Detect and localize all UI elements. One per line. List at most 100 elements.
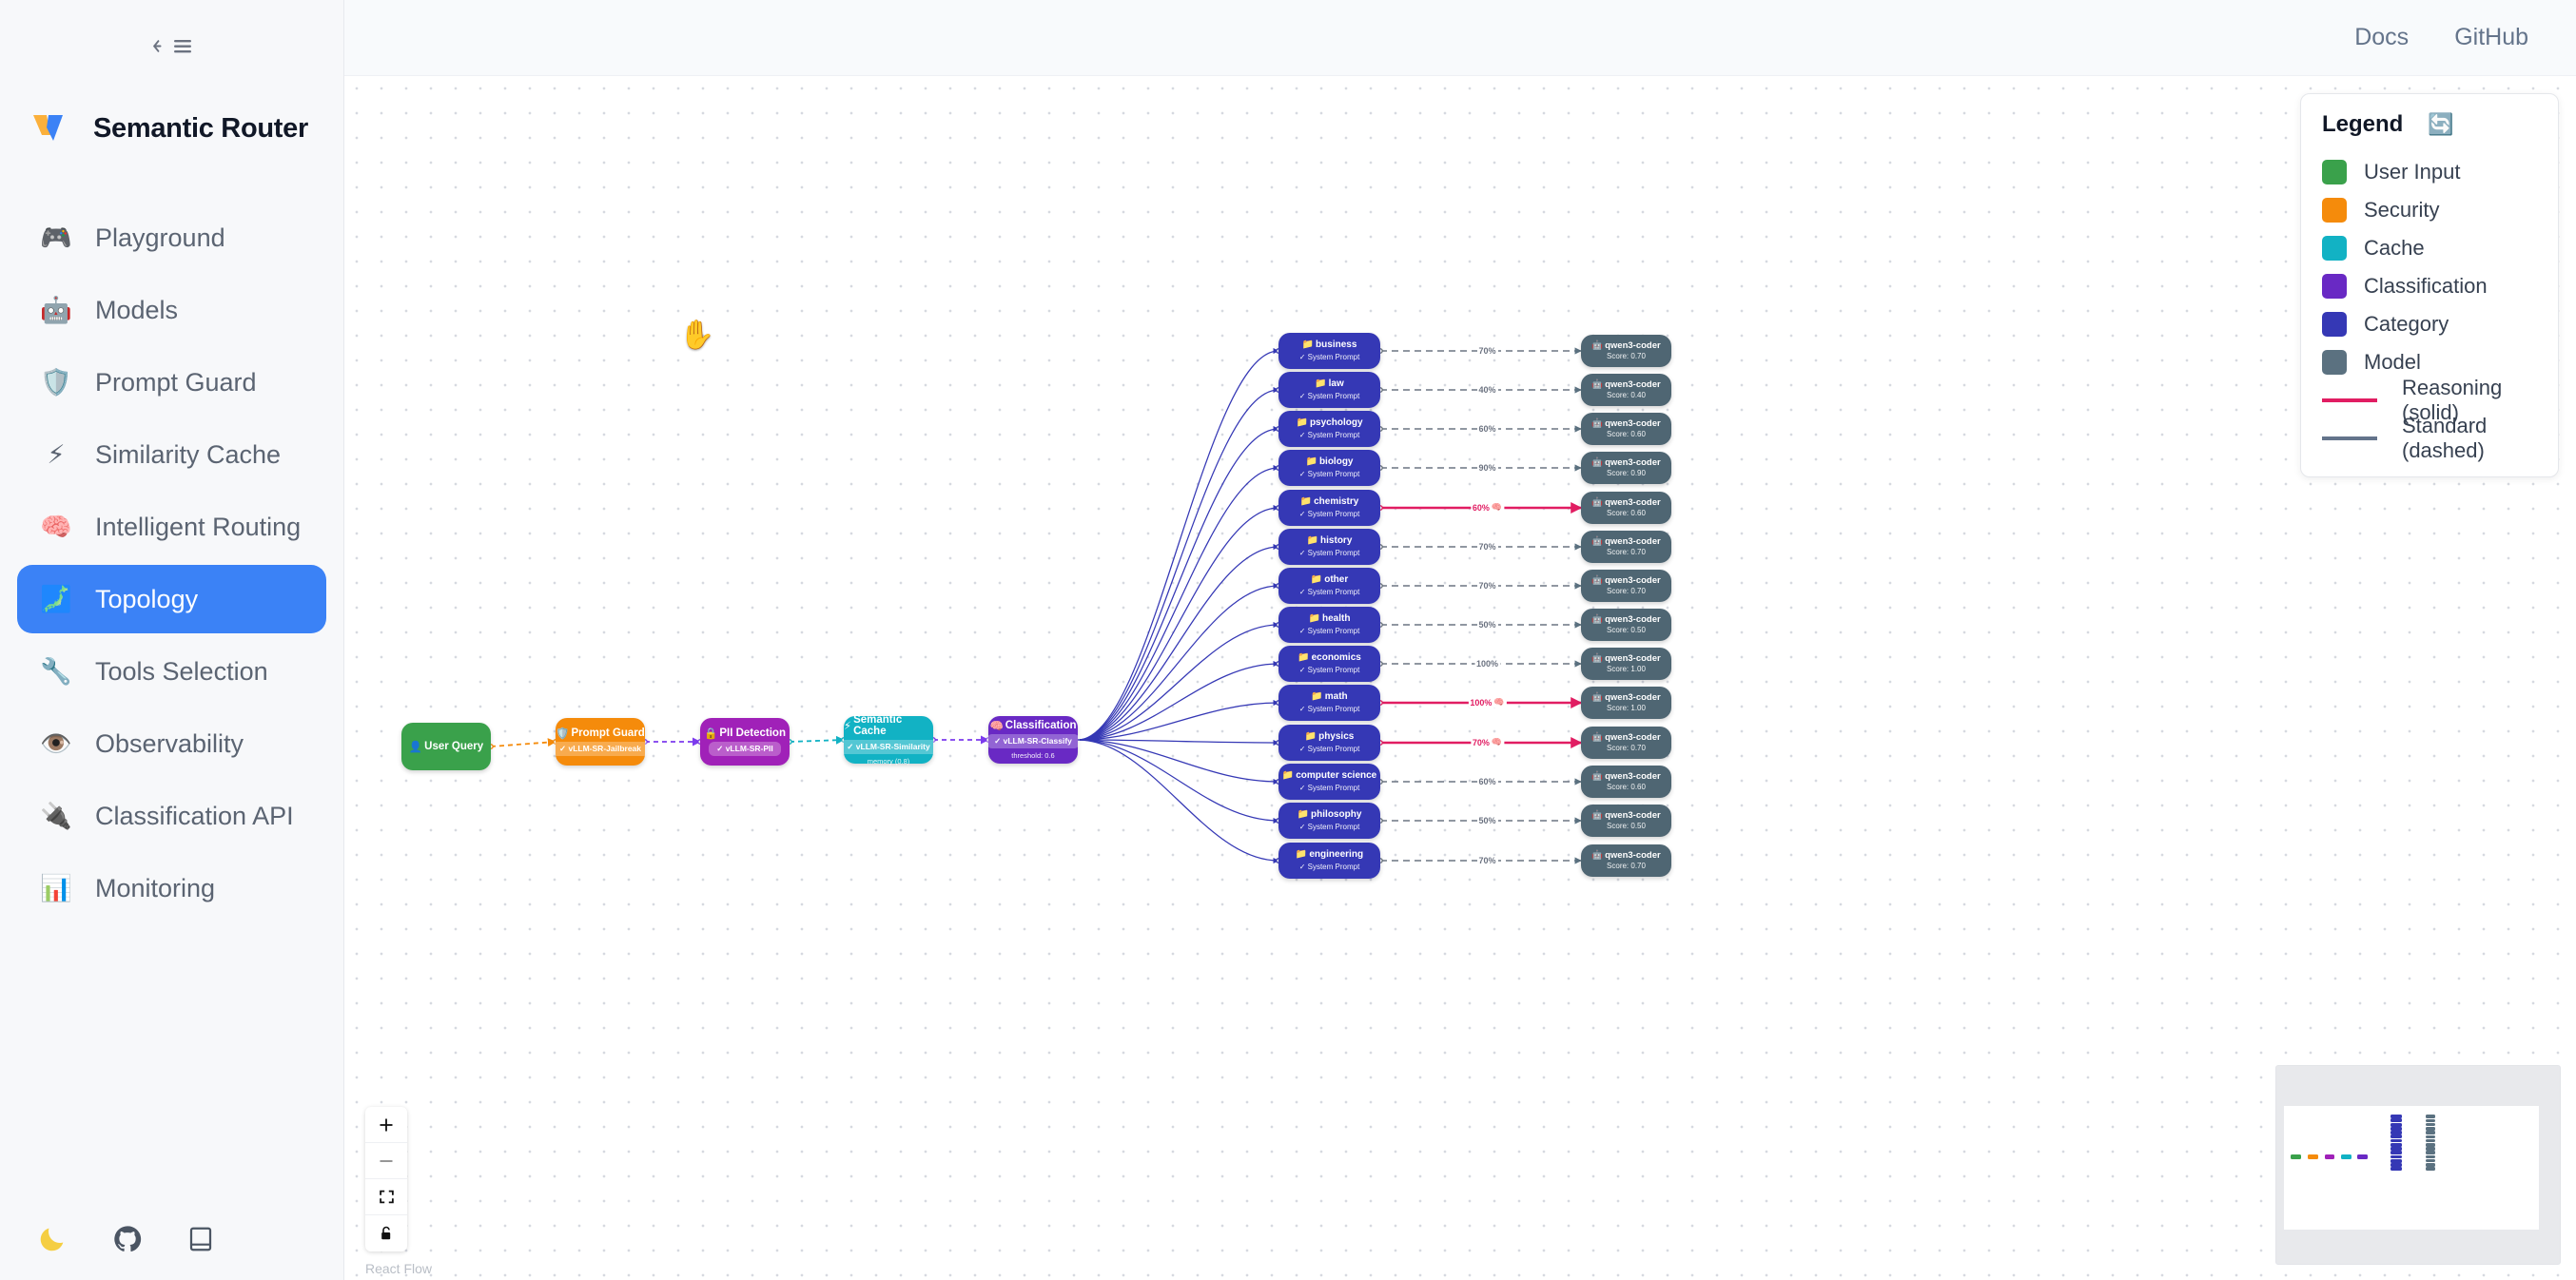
sidebar-item-observability[interactable]: 👁️ Observability [17, 709, 326, 778]
fit-view-button[interactable] [365, 1179, 407, 1215]
folder-icon: 📁 [1297, 809, 1310, 821]
sidebar-item-prompt-guard[interactable]: 🛡️ Prompt Guard [17, 348, 326, 417]
zoom-out-button[interactable] [365, 1143, 407, 1179]
model-name: qwen3-coder [1605, 340, 1661, 352]
model-score: Score: 0.70 [1607, 586, 1646, 595]
category-node-health[interactable]: 📁health✓ System Prompt [1278, 607, 1380, 643]
collapse-sidebar-button[interactable] [142, 30, 203, 61]
sidebar-item-classification-api[interactable]: 🔌 Classification API [17, 782, 326, 850]
refresh-icon[interactable]: 🔄 [2428, 112, 2454, 137]
category-node-chemistry[interactable]: 📁chemistry✓ System Prompt [1278, 490, 1380, 526]
flow-node-pii[interactable]: 🔒PII Detection✓ vLLM-SR-PII [700, 718, 790, 766]
legend-item-label: Security [2364, 198, 2440, 222]
category-node-other[interactable]: 📁other✓ System Prompt [1278, 568, 1380, 604]
category-node-biology[interactable]: 📁biology✓ System Prompt [1278, 450, 1380, 486]
flow-edge [1077, 425, 1279, 741]
sidebar-item-intelligent-routing[interactable]: 🧠 Intelligent Routing [17, 493, 326, 561]
react-flow-attribution[interactable]: React Flow [365, 1261, 433, 1276]
category-node-psychology[interactable]: 📁psychology✓ System Prompt [1278, 411, 1380, 447]
minimap[interactable] [2275, 1065, 2561, 1265]
topbar-github-link[interactable]: GitHub [2454, 24, 2528, 50]
category-node-history[interactable]: 📁history✓ System Prompt [1278, 529, 1380, 565]
sidebar-item-similarity-cache[interactable]: ⚡ Similarity Cache [17, 420, 326, 489]
minimap-node [2425, 1135, 2436, 1139]
flow-edge [1077, 621, 1279, 741]
sidebar-item-tools-selection[interactable]: 🔧 Tools Selection [17, 637, 326, 706]
flow-edge [1077, 739, 1279, 824]
sidebar-item-models[interactable]: 🤖 Models [17, 276, 326, 344]
flow-node-user[interactable]: 👤User Query [401, 723, 491, 770]
topology-canvas[interactable]: 👤User Query 🛡️Prompt Guard✓ vLLM-SR-Jailb… [344, 76, 2576, 1280]
minimap-node [2391, 1147, 2403, 1151]
book-icon[interactable] [186, 1225, 215, 1253]
sidebar-item-monitoring[interactable]: 📊 Monitoring [17, 854, 326, 922]
github-icon[interactable] [112, 1224, 143, 1254]
legend-title: Legend [2322, 111, 2404, 137]
category-node-physics[interactable]: 📁physics✓ System Prompt [1278, 725, 1380, 761]
category-subtitle: ✓ System Prompt [1298, 626, 1360, 635]
legend-swatch-icon [2322, 236, 2347, 261]
arrow-left-icon [152, 39, 162, 52]
legend-line-label: Standard (dashed) [2402, 414, 2488, 462]
minimap-node [2425, 1138, 2436, 1143]
edge-label-confidence: 60%🧠 [1470, 503, 1505, 513]
flow-edge [1077, 739, 1279, 747]
flow-edge [1077, 739, 1279, 785]
category-node-law[interactable]: 📁law✓ System Prompt [1278, 372, 1380, 408]
game-controller-icon: 🎮 [40, 223, 72, 253]
sidebar-item-label: Tools Selection [95, 656, 268, 686]
topbar-docs-link[interactable]: Docs [2354, 24, 2410, 50]
legend-item-label: Category [2364, 312, 2449, 336]
plug-icon: 🔌 [40, 801, 72, 831]
flow-edge [1077, 504, 1279, 741]
category-node-computer-science[interactable]: 📁computer science✓ System Prompt [1278, 764, 1380, 800]
zoom-in-button[interactable] [365, 1107, 407, 1143]
legend-swatch-icon [2322, 198, 2347, 223]
moon-icon[interactable] [36, 1223, 68, 1255]
category-subtitle: ✓ System Prompt [1298, 862, 1360, 871]
category-node-philosophy[interactable]: 📁philosophy✓ System Prompt [1278, 803, 1380, 839]
category-node-economics[interactable]: 📁economics✓ System Prompt [1278, 646, 1380, 682]
flow-node-guard[interactable]: 🛡️Prompt Guard✓ vLLM-SR-Jailbreak [552, 718, 650, 766]
node-model-badge: ✓ vLLM-SR-Classify [986, 734, 1080, 749]
minus-icon [380, 1159, 393, 1162]
brand[interactable]: Semantic Router [0, 91, 343, 165]
edge-label-percent: 100% [1470, 698, 1493, 708]
edge-label-percent: 100% [1475, 659, 1499, 669]
model-name: qwen3-coder [1605, 732, 1661, 744]
flow-edge [1077, 347, 1279, 741]
edge-label-confidence: 90% [1476, 463, 1498, 473]
model-score: Score: 0.50 [1607, 625, 1646, 634]
category-subtitle: ✓ System Prompt [1298, 352, 1360, 361]
lock-button[interactable] [365, 1215, 407, 1251]
sidebar-item-playground[interactable]: 🎮 Playground [17, 204, 326, 272]
minimap-viewport [2284, 1106, 2539, 1230]
legend-swatch-icon [2322, 350, 2347, 375]
edge-label-confidence: 70% [1476, 581, 1498, 591]
category-node-business[interactable]: 📁business✓ System Prompt [1278, 333, 1380, 369]
node-title: Classification [1005, 719, 1077, 731]
edge-label-confidence: 100%🧠 [1468, 698, 1507, 708]
node-title: User Query [424, 740, 484, 752]
edge-label-confidence: 50% [1476, 620, 1498, 630]
category-label: health [1322, 613, 1351, 625]
category-node-math[interactable]: 📁math✓ System Prompt [1278, 685, 1380, 721]
category-node-engineering[interactable]: 📁engineering✓ System Prompt [1278, 843, 1380, 879]
sidebar-item-topology[interactable]: 🗾 Topology [17, 565, 326, 633]
